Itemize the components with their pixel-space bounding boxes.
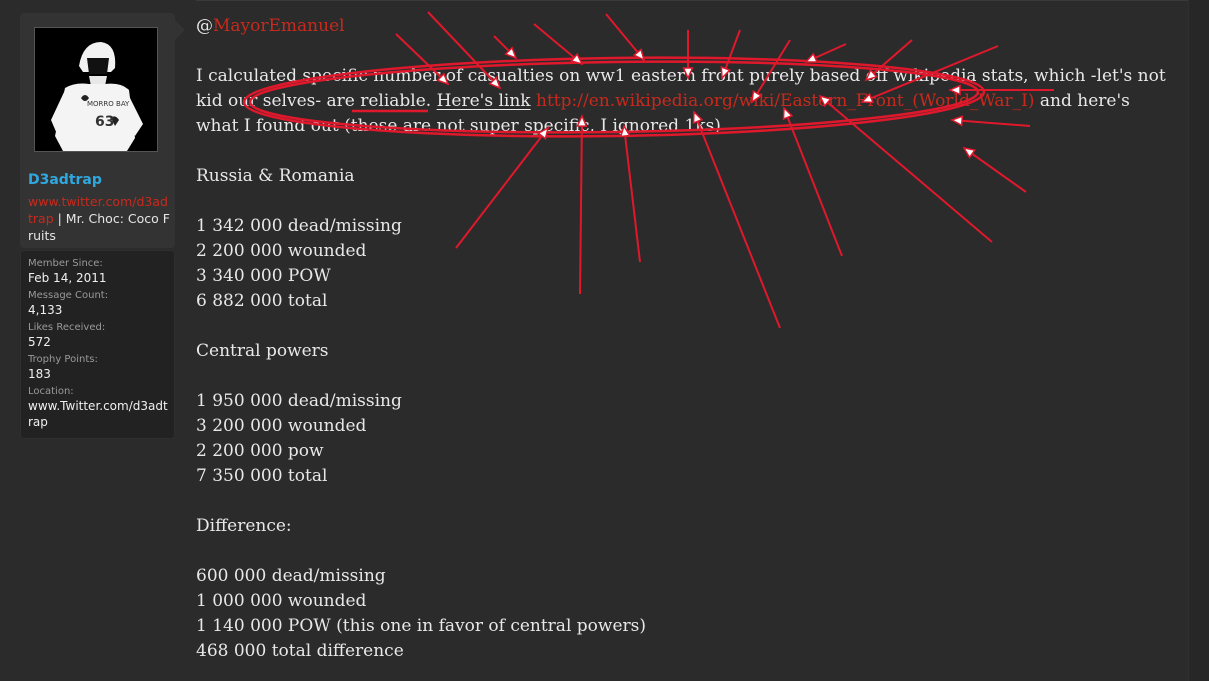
- avatar[interactable]: MORRO BAY 63: [34, 27, 158, 152]
- section-title-central: Central powers: [196, 341, 329, 361]
- stat-message-count[interactable]: 4,133: [28, 303, 63, 317]
- stat-line: 2 200 000 wounded: [196, 241, 367, 261]
- stat-line: 1 342 000 dead/missing: [196, 216, 402, 236]
- username-link[interactable]: D3adtrap: [28, 172, 102, 188]
- stat-likes-received: 572: [28, 335, 51, 349]
- stat-line: 1 950 000 dead/missing: [196, 391, 402, 411]
- mention-at: @: [196, 16, 213, 36]
- avatar-image: MORRO BAY 63: [35, 28, 157, 151]
- stat-label: Likes Received:: [28, 322, 106, 333]
- stat-label: Member Since:: [28, 258, 103, 269]
- mention-link[interactable]: MayorEmanuel: [213, 16, 345, 36]
- avatar-shirt-text: MORRO BAY: [87, 100, 130, 108]
- stat-line: 1 140 000 POW (this one in favor of cent…: [196, 616, 646, 636]
- user-twitter-link[interactable]: www.twitter.com/d3adtrap: [28, 194, 168, 226]
- stat-member-since: Feb 14, 2011: [28, 271, 107, 285]
- stat-line: 600 000 dead/missing: [196, 566, 386, 586]
- stat-line: 7 350 000 total: [196, 466, 328, 486]
- intro-paragraph: I calculated specific number of casualti…: [196, 64, 1176, 139]
- svg-text:63: 63: [95, 114, 114, 130]
- heres-link-text: Here's link: [436, 91, 531, 111]
- stat-line: 2 200 000 pow: [196, 441, 324, 461]
- stat-trophy-points[interactable]: 183: [28, 367, 51, 381]
- wikipedia-link[interactable]: http://en.wikipedia.org/wiki/Eastern_Fro…: [536, 91, 1035, 111]
- stat-line: 1 000 000 wounded: [196, 591, 367, 611]
- section-title-difference: Difference:: [196, 516, 292, 536]
- top-divider: [196, 0, 1188, 1]
- section-title-russia: Russia & Romania: [196, 166, 355, 186]
- stat-label: Message Count:: [28, 290, 109, 301]
- stat-line: 6 882 000 total: [196, 291, 328, 311]
- user-extra-info: Member Since: Feb 14, 2011 Message Count…: [20, 250, 175, 439]
- user-title-text: | Mr. Choc: Coco Fruits: [28, 211, 170, 243]
- stat-line: 3 340 000 POW: [196, 266, 331, 286]
- mention-line: @MayorEmanuel: [196, 14, 1176, 39]
- right-gutter: [1188, 0, 1209, 681]
- stat-line: 468 000 total difference: [196, 641, 404, 661]
- message-pointer: [175, 20, 185, 40]
- user-info-block: MORRO BAY 63 D3adtrap www.twitter.com/d3…: [20, 13, 175, 248]
- post-message: @MayorEmanuel I calculated specific numb…: [196, 14, 1176, 664]
- stat-label: Location:: [28, 386, 74, 397]
- user-title: www.twitter.com/d3adtrap | Mr. Choc: Coc…: [28, 193, 170, 244]
- stat-label: Trophy Points:: [28, 354, 98, 365]
- stat-line: 3 200 000 wounded: [196, 416, 367, 436]
- stat-location[interactable]: www.Twitter.com/d3adtrap: [28, 399, 168, 429]
